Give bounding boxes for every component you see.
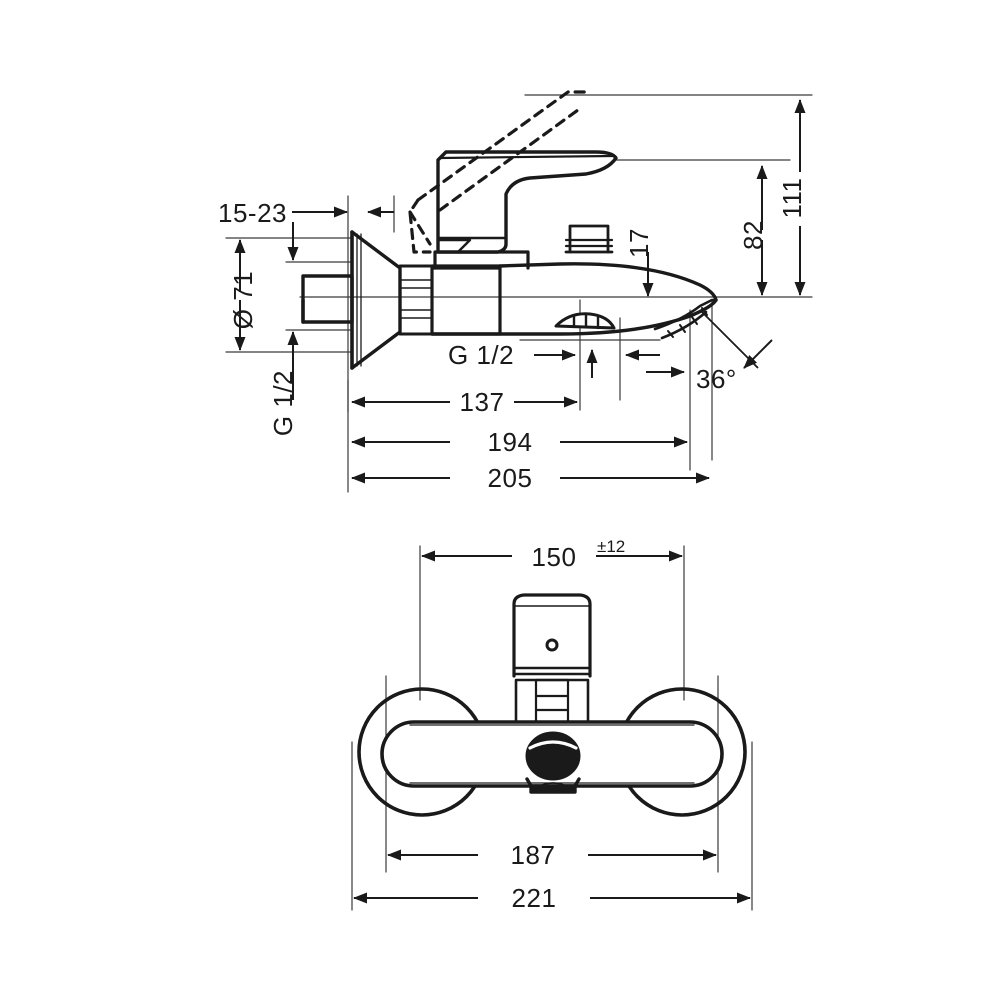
diverter-knob-front [525, 731, 581, 794]
label-thread-outlet: G 1/2 [448, 340, 514, 370]
label-82: 82 [738, 220, 768, 250]
label-111: 111 [777, 177, 807, 218]
label-diameter-71: Ø 71 [228, 271, 258, 329]
handle-riser-block [514, 678, 590, 724]
union-nut [398, 264, 434, 336]
mixer-body-left [430, 266, 502, 336]
front-view-geometry [351, 545, 753, 911]
lever-handle [436, 150, 618, 254]
dim-36-degrees [646, 309, 773, 378]
label-221: 221 [512, 883, 557, 913]
dim-137 [347, 380, 578, 412]
handle-index-hole [545, 638, 559, 652]
diverter-knob [564, 224, 614, 254]
lever-handle-front [512, 593, 592, 678]
label-187: 187 [511, 840, 556, 870]
dimension-labels: 15-23 Ø 71 G 1/2 G 1/2 17 82 111 36° 137… [218, 177, 807, 913]
label-194: 194 [488, 427, 533, 457]
side-view-geometry [225, 90, 813, 493]
label-36-degrees: 36° [696, 364, 737, 394]
dim-thread-outlet [534, 349, 660, 378]
label-150: 150 [532, 542, 577, 572]
label-thread-left: G 1/2 [268, 370, 298, 436]
label-137: 137 [460, 387, 505, 417]
aerator-outlet [653, 298, 718, 340]
front-view-extension-lines [351, 545, 753, 911]
lever-handle-raised-outline [408, 90, 588, 254]
escutcheon-cone [350, 230, 402, 370]
label-17: 17 [624, 228, 654, 258]
diverter-lever [554, 312, 616, 330]
wall-connector-nipple [301, 274, 354, 324]
label-15-23: 15-23 [218, 198, 287, 228]
label-tolerance-12: ±12 [597, 537, 625, 556]
front-view-dimension-lines [353, 550, 751, 904]
spout-upper-surface [498, 262, 718, 302]
label-205: 205 [488, 463, 533, 493]
side-view-dimension-lines [234, 99, 806, 484]
